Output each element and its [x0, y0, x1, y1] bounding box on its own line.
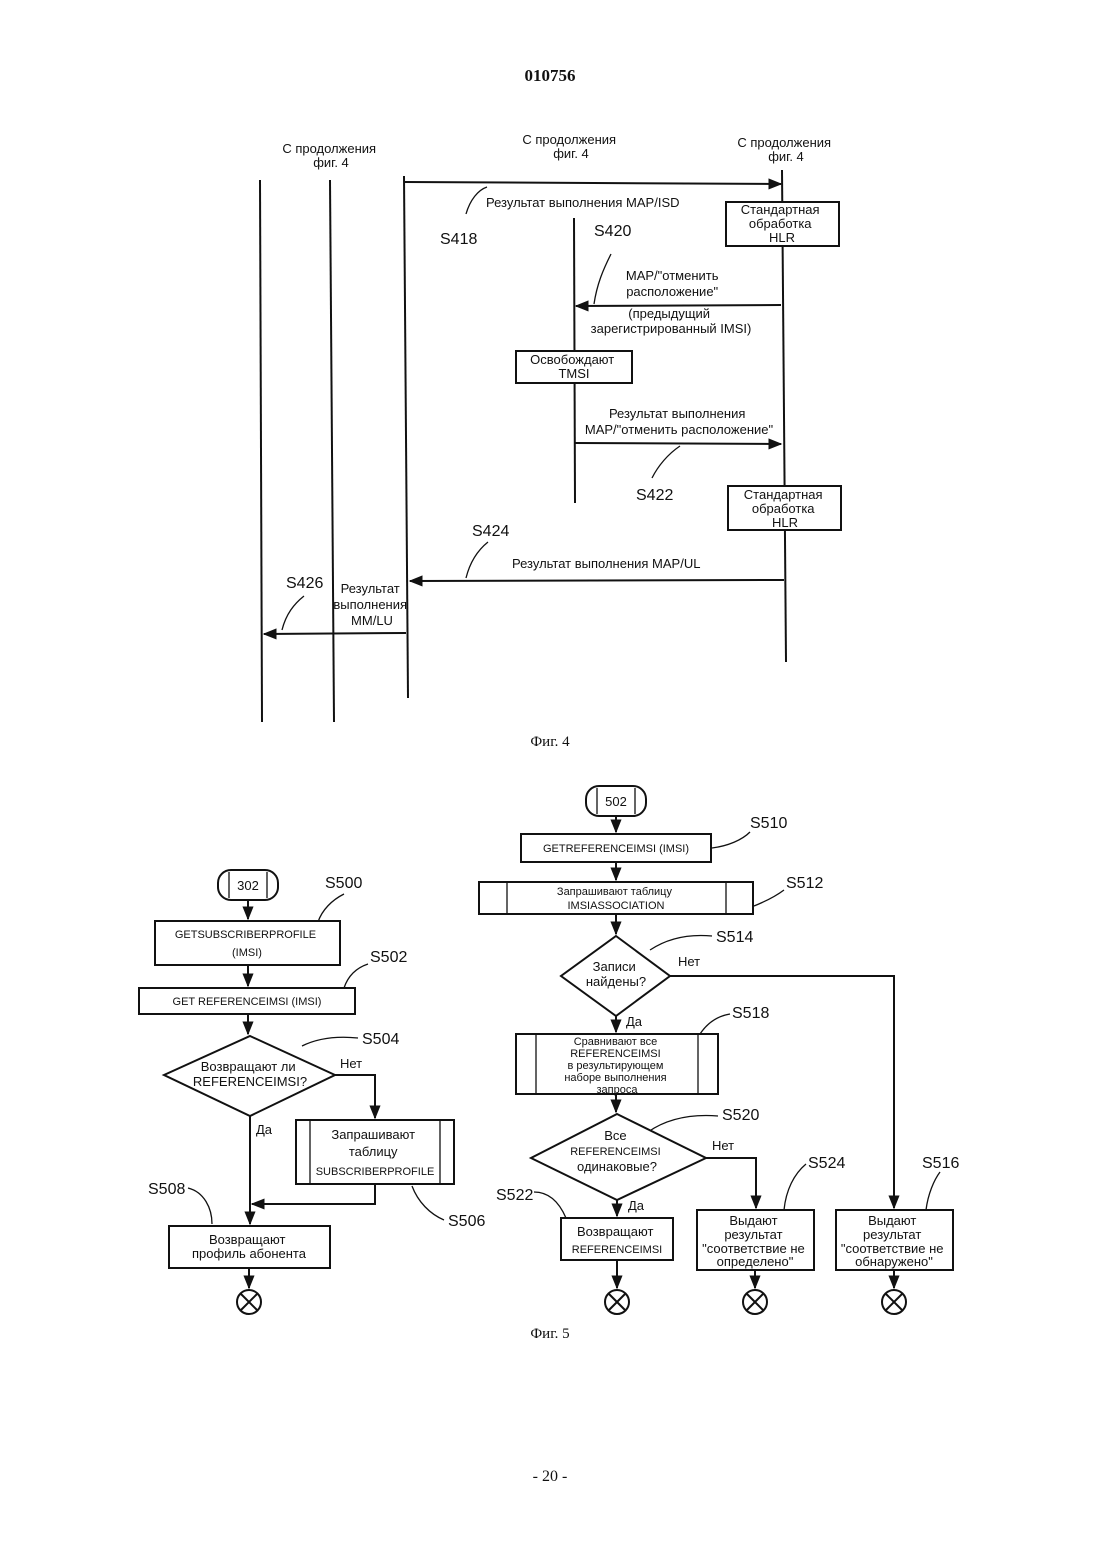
step-s508: S508 — [148, 1181, 185, 1198]
decision-no-label: Нет — [340, 1056, 362, 1071]
end-terminal-left — [237, 1290, 261, 1314]
figure-5-left-flowchart: 302 S500 GETSUBSCRIBERPROFILE (IMSI) S50… — [139, 870, 485, 1314]
step-s426: S426 — [286, 575, 323, 592]
figure-4-sequence-diagram: С продолжения фиг. 4 С продолжения фиг. … — [260, 132, 841, 722]
figure-5-right-flowchart: 502 S510 GETREFERENCEIMSI (IMSI) S512 За… — [479, 786, 959, 1314]
decision-found-yes-label: Да — [626, 1014, 643, 1029]
decision-same-no-label: Нет — [712, 1138, 734, 1153]
step-s522: S522 — [496, 1187, 533, 1204]
end-terminal-right-3 — [882, 1290, 906, 1314]
step-s512: S512 — [786, 875, 823, 892]
step-s506: S506 — [448, 1213, 485, 1230]
step-s418: S418 — [440, 231, 477, 248]
decision-reference-returned-label: Возвращают ли REFERENCEIMSI? — [193, 1059, 307, 1089]
message-ul-arrow — [410, 580, 784, 581]
message-isd-result: Результат выполнения MAP/ISD — [486, 195, 680, 210]
step-s518: S518 — [732, 1005, 769, 1022]
figure-5-caption: Фиг. 5 — [0, 1326, 1100, 1343]
lifeline-header-middle: С продолжения фиг. 4 — [522, 132, 619, 161]
lifeline-2 — [330, 180, 334, 722]
lifeline-1 — [260, 180, 262, 722]
step-s500: S500 — [325, 875, 362, 892]
step-s424: S424 — [472, 523, 509, 540]
message-isd-arrow — [404, 182, 781, 184]
get-reference-imsi-right-label: GETREFERENCEIMSI (IMSI) — [543, 843, 689, 855]
step-s504: S504 — [362, 1031, 399, 1048]
step-s514: S514 — [716, 929, 753, 946]
step-s422: S422 — [636, 487, 673, 504]
s422-leader — [652, 446, 680, 478]
lifeline-3 — [404, 176, 408, 698]
message-mmlu-label: Результат выполнения MM/LU — [333, 581, 410, 628]
start-terminal-502-label: 502 — [605, 794, 627, 809]
message-cancel-result-label: Результат выполнения MAP/"отменить распо… — [585, 406, 774, 437]
lifeline-header-right: С продолжения фиг. 4 — [737, 135, 834, 164]
get-reference-imsi-label: GET REFERENCEIMSI (IMSI) — [173, 996, 322, 1008]
message-ul-result: Результат выполнения MAP/UL — [512, 556, 700, 571]
message-cancel-label: MAP/"отменить расположение" (предыдущий … — [591, 268, 752, 336]
page-number: - 20 - — [0, 1468, 1100, 1486]
decision-records-found-label: Записи найдены? — [586, 959, 646, 989]
start-terminal-302-label: 302 — [237, 878, 259, 893]
step-s516: S516 — [922, 1155, 959, 1172]
s420-leader — [594, 254, 611, 304]
decision-found-no-label: Нет — [678, 954, 700, 969]
lifeline-header-left: С продолжения фиг. 4 — [282, 141, 379, 170]
step-s524: S524 — [808, 1155, 845, 1172]
s418-leader — [466, 187, 487, 214]
end-terminal-right-1 — [605, 1290, 629, 1314]
message-cancel-result-arrow — [575, 443, 781, 444]
s424-leader — [466, 542, 488, 578]
s426-leader — [282, 596, 304, 630]
figure-4-caption: Фиг. 4 — [0, 734, 1100, 751]
step-s502: S502 — [370, 949, 407, 966]
step-s510: S510 — [750, 815, 787, 832]
decision-yes-label: Да — [256, 1122, 273, 1137]
decision-same-yes-label: Да — [628, 1198, 645, 1213]
message-mmlu-arrow — [264, 633, 406, 634]
step-s420: S420 — [594, 223, 631, 240]
end-terminal-right-2 — [743, 1290, 767, 1314]
step-s520: S520 — [722, 1107, 759, 1124]
